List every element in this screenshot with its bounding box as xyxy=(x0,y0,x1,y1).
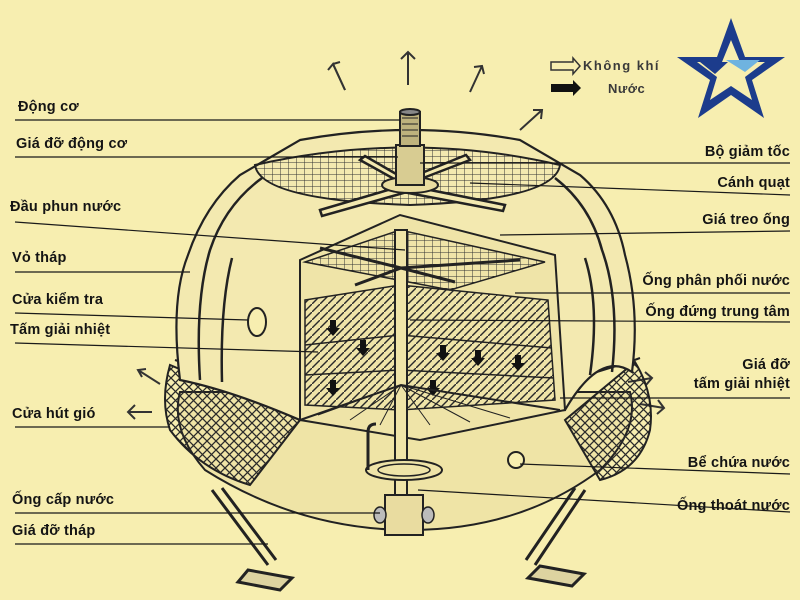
air-inlet-mesh-left xyxy=(164,363,302,487)
air-inlet-mesh-right xyxy=(563,360,652,482)
motor xyxy=(381,108,439,194)
label-basin: Bể chứa nước xyxy=(687,455,790,471)
fill-media xyxy=(304,284,556,411)
label-fill-support-line2: tấm giải nhiệt xyxy=(693,376,790,392)
label-fill: Tấm giải nhiệt xyxy=(10,322,111,338)
label-spray-nozzle: Đầu phun nước xyxy=(10,199,122,215)
label-fill-support-line1: Giá đỡ xyxy=(742,357,790,373)
label-shell: Vỏ tháp xyxy=(12,250,67,266)
legend-icons xyxy=(550,56,581,96)
label-reducer: Bộ giảm tốc xyxy=(704,144,790,160)
tower-legs xyxy=(210,487,588,592)
label-inlet-pipe: Ống cấp nước xyxy=(12,492,115,508)
label-tower-support: Giá đỡ tháp xyxy=(12,523,96,539)
label-inspection-door: Cửa kiểm tra xyxy=(12,292,104,308)
label-motor: Động cơ xyxy=(18,99,79,115)
inspection-door xyxy=(247,307,267,337)
label-pipe-hanger: Giá treo ống xyxy=(702,212,790,228)
label-drain-pipe: Ống thoát nước xyxy=(676,498,790,514)
label-fan-blade: Cánh quạt xyxy=(717,175,790,191)
company-logo xyxy=(677,18,785,118)
center-pipe xyxy=(394,229,408,531)
leader-lines xyxy=(14,119,791,545)
legend-water-label: Nước xyxy=(608,81,646,96)
label-air-inlet: Cửa hút gió xyxy=(12,406,96,422)
label-distributor: Ống phân phối nước xyxy=(642,273,790,289)
label-center-pipe: Ống đứng trung tâm xyxy=(645,304,790,320)
label-motor-bracket: Giá đỡ động cơ xyxy=(16,136,128,152)
legend-air-label: Không khí xyxy=(583,58,661,73)
